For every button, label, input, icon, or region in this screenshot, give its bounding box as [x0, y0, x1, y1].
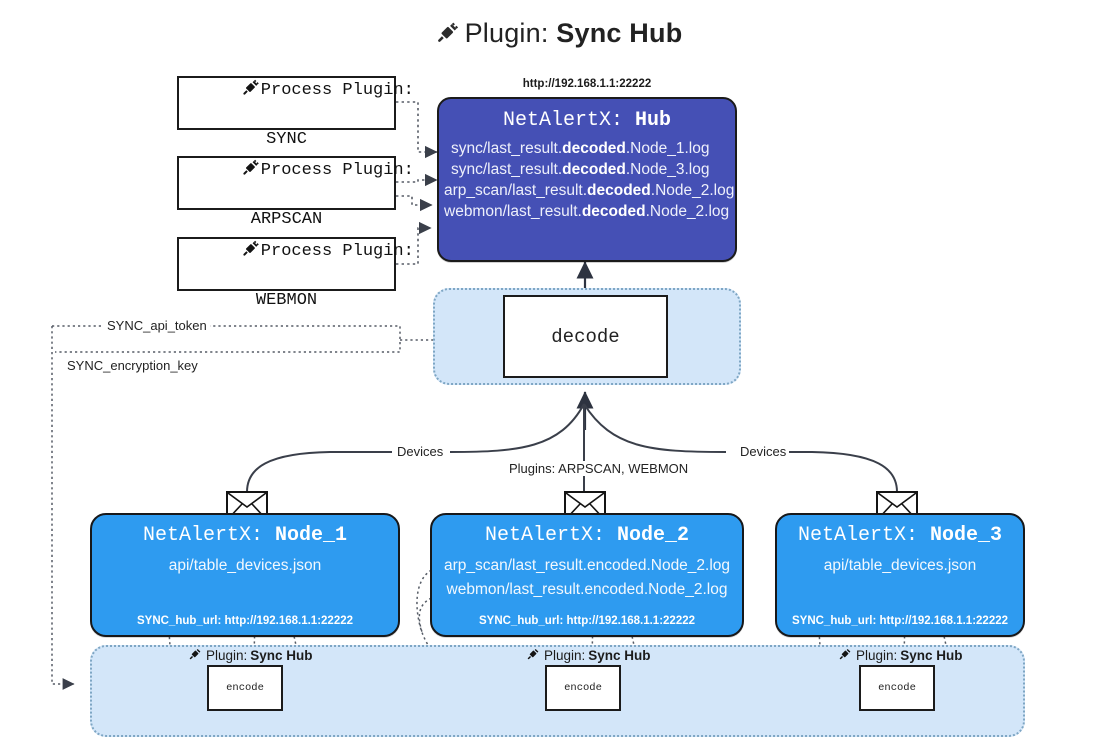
- secret-label-encryption-key: SYNC_encryption_key: [64, 358, 201, 373]
- encode-box-node-2[interactable]: encode: [545, 665, 621, 711]
- process-plugin-box-sync[interactable]: Process Plugin: SYNC: [177, 76, 414, 149]
- encoder-plugin-prefix: Plugin:: [856, 647, 898, 663]
- page-title-name: Sync Hub: [556, 18, 683, 48]
- encoder-plugin-name: Sync Hub: [900, 647, 963, 663]
- encoder-plugin-label: Plugin:Sync Hub: [188, 646, 313, 664]
- page-title-prefix: Plugin:: [464, 18, 549, 48]
- decode-label: decode: [551, 325, 620, 348]
- node-title: NetAlertX: Node_2: [484, 524, 690, 547]
- process-plugin-name: SYNC: [266, 129, 307, 149]
- plug-icon: [159, 215, 261, 290]
- process-plugin-name: ARPSCAN: [250, 209, 323, 229]
- encode-label: encode: [878, 682, 916, 694]
- node-footer: SYNC_hub_url: http://192.168.1.1:22222: [136, 615, 354, 627]
- node-title: NetAlertX: Node_3: [797, 524, 1003, 547]
- plug-icon: [838, 646, 853, 664]
- encode-box-node-1[interactable]: encode: [207, 665, 283, 711]
- plug-icon: [159, 134, 261, 209]
- hub-title: NetAlertX: Hub: [502, 109, 672, 132]
- node-path-line: api/table_devices.json: [168, 557, 322, 574]
- node-title: NetAlertX: Node_1: [142, 524, 348, 547]
- hub-log-row: arp_scan/last_result.decoded.Node_2.log: [444, 182, 735, 199]
- node-card-node-2[interactable]: NetAlertX: Node_2 arp_scan/last_result.e…: [430, 513, 744, 637]
- encoder-plugin-name: Sync Hub: [250, 647, 313, 663]
- encode-label: encode: [564, 682, 602, 694]
- node-card-node-3[interactable]: NetAlertX: Node_3 api/table_devices.json…: [775, 513, 1025, 637]
- hub-url-label: http://192.168.1.1:22222: [522, 78, 652, 90]
- encoder-plugin-label: Plugin:Sync Hub: [838, 646, 963, 664]
- encode-box-node-3[interactable]: encode: [859, 665, 935, 711]
- process-plugin-label: Process Plugin:: [260, 81, 414, 101]
- process-plugin-name: WEBMON: [255, 290, 318, 310]
- plug-icon: [188, 646, 203, 664]
- secret-label-api-token: SYNC_api_token: [104, 318, 210, 333]
- process-plugin-box-webmon[interactable]: Process Plugin: WEBMON: [177, 237, 414, 310]
- encoder-plugin-prefix: Plugin:: [544, 647, 586, 663]
- process-plugin-label: Process Plugin:: [260, 242, 414, 262]
- encoder-plugin-name: Sync Hub: [588, 647, 651, 663]
- process-plugin-label: Process Plugin:: [260, 161, 414, 181]
- encoder-plugin-label: Plugin:Sync Hub: [526, 646, 651, 664]
- node-path-line: arp_scan/last_result.encoded.Node_2.log: [443, 557, 731, 574]
- encoder-plugin-prefix: Plugin:: [206, 647, 248, 663]
- node-path-line: webmon/last_result.encoded.Node_2.log: [446, 581, 728, 598]
- node-footer: SYNC_hub_url: http://192.168.1.1:22222: [478, 615, 696, 627]
- plug-icon: [435, 19, 461, 52]
- edge-label-plugins-mid: Plugins: ARPSCAN, WEBMON: [506, 461, 692, 476]
- process-plugin-box-arpscan[interactable]: Process Plugin: ARPSCAN: [177, 156, 414, 229]
- encode-label: encode: [226, 682, 264, 694]
- plug-icon: [526, 646, 541, 664]
- decode-box[interactable]: decode: [503, 295, 668, 378]
- hub-log-row: webmon/last_result.decoded.Node_2.log: [444, 203, 730, 220]
- plug-icon: [159, 54, 261, 129]
- hub-card[interactable]: NetAlertX: Hub sync/last_result.decoded.…: [437, 97, 737, 262]
- node-path-line: api/table_devices.json: [823, 557, 977, 574]
- node-card-node-1[interactable]: NetAlertX: Node_1 api/table_devices.json…: [90, 513, 400, 637]
- edge-label-devices-left: Devices: [394, 444, 447, 459]
- hub-log-row: sync/last_result.decoded.Node_3.log: [451, 161, 710, 178]
- hub-log-row: sync/last_result.decoded.Node_1.log: [451, 140, 710, 157]
- edge-label-devices-right: Devices: [737, 444, 790, 459]
- node-footer: SYNC_hub_url: http://192.168.1.1:22222: [791, 615, 1009, 627]
- page-title: Plugin: Sync Hub: [0, 18, 1117, 52]
